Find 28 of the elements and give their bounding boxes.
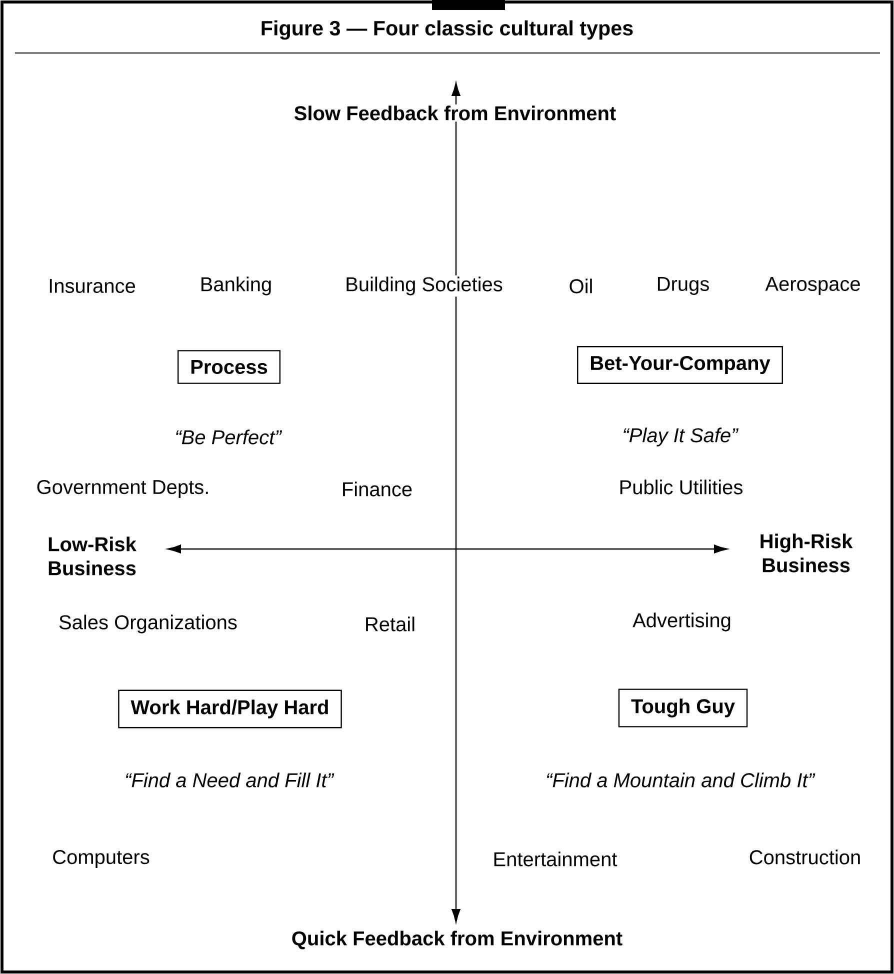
motto: “Find a Mountain and Climb It” [546, 772, 816, 788]
industry-label: Insurance [46, 278, 138, 294]
industry-label: Banking [198, 275, 274, 297]
industry-label: Public Utilities [617, 478, 745, 496]
motto: “Find a Need and Fill It” [126, 772, 334, 788]
type-box: Process [177, 350, 281, 384]
industry-label: Construction [748, 848, 862, 866]
axis-label: Slow Feedback from Environment [292, 104, 618, 122]
industry-label: Entertainment [491, 850, 619, 868]
industry-label: Building Societies [344, 275, 504, 297]
axis-label: Quick Feedback from Environment [290, 929, 624, 951]
type-box: Bet-Your-Company [577, 346, 783, 384]
type-box: Tough Guy [618, 688, 748, 728]
industry-label: Government Depts. [34, 478, 212, 500]
industry-label: Drugs [655, 276, 711, 296]
industry-label: Advertising [631, 611, 733, 633]
title: Figure 3 — Four classic cultural types [262, 20, 633, 40]
type-box: Work Hard/Play Hard [118, 690, 342, 728]
motto: “Play It Safe” [624, 428, 739, 446]
industry-label: Retail [363, 615, 417, 633]
axis-label: High-Risk Business [760, 534, 853, 572]
industry-label: Sales Organizations [57, 613, 239, 635]
industry-label: Aerospace [764, 276, 862, 296]
axis-label: Low-Risk Business [48, 536, 136, 576]
industry-label: Finance [340, 480, 414, 498]
industry-label: Oil [567, 277, 595, 295]
industry-label: Computers [50, 848, 152, 870]
motto: “Be Perfect” [176, 430, 282, 444]
